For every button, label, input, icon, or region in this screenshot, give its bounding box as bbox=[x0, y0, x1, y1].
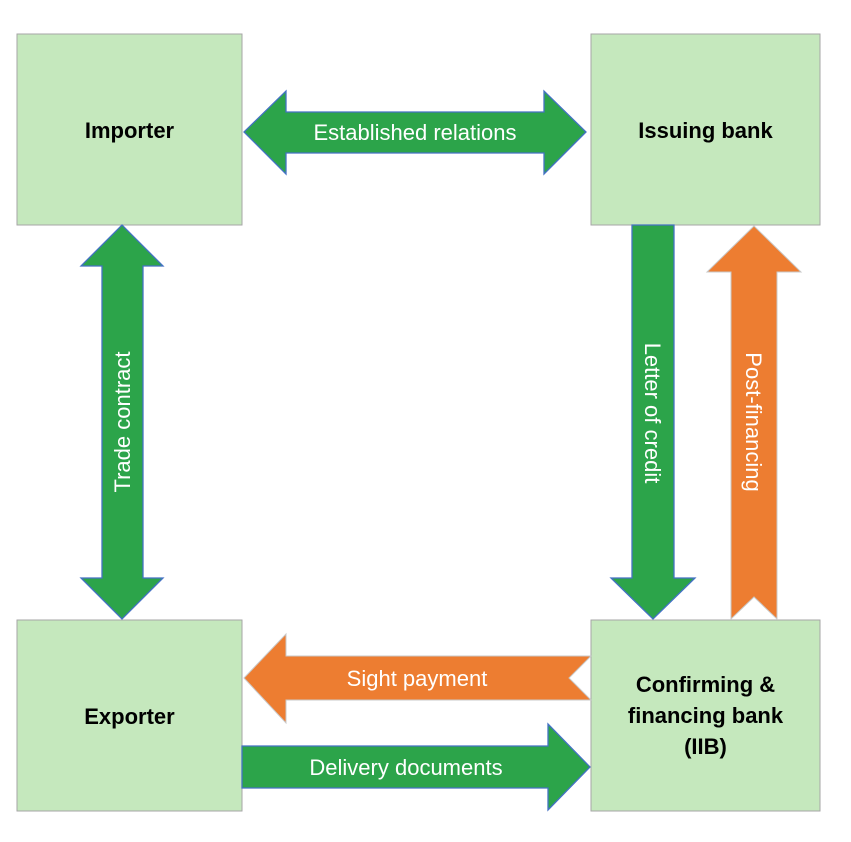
flow-delivery-documents: Delivery documents bbox=[241, 722, 591, 812]
importer-box bbox=[16, 33, 243, 226]
flow-established-relations: Established relations bbox=[243, 89, 587, 176]
exporter-box bbox=[16, 619, 243, 812]
double-arrow-horizontal-icon bbox=[243, 89, 587, 176]
double-arrow-vertical-icon bbox=[79, 224, 165, 620]
established-relations-label: Established relations bbox=[313, 120, 516, 145]
delivery-documents-label: Delivery documents bbox=[309, 755, 502, 780]
node-confirming-bank: Confirming & financing bank (IIB) bbox=[590, 619, 821, 812]
flow-sight-payment: Sight payment bbox=[243, 632, 593, 725]
node-issuing-bank: Issuing bank bbox=[590, 33, 821, 226]
exporter-label: Exporter bbox=[84, 704, 175, 729]
confirming-bank-label-line-1: Confirming & bbox=[636, 672, 775, 697]
post-financing-label: Post-financing bbox=[741, 352, 766, 491]
letter-of-credit-label: Letter of credit bbox=[640, 343, 665, 484]
arrow-up-icon bbox=[705, 225, 803, 621]
importer-label: Importer bbox=[85, 118, 175, 143]
issuing-bank-box bbox=[590, 33, 821, 226]
flow-post-financing: Post-financing bbox=[705, 225, 803, 621]
issuing-bank-label: Issuing bank bbox=[638, 118, 773, 143]
arrow-right-icon bbox=[241, 722, 591, 812]
confirming-bank-label-line-2: financing bank bbox=[628, 703, 784, 728]
flow-letter-of-credit: Letter of credit bbox=[609, 224, 697, 620]
arrow-left-icon bbox=[243, 632, 593, 725]
flow-trade-contract: Trade contract bbox=[79, 224, 165, 620]
node-exporter: Exporter bbox=[16, 619, 243, 812]
confirming-bank-label-line-3: (IIB) bbox=[684, 734, 727, 759]
confirming-bank-box bbox=[590, 619, 821, 812]
node-importer: Importer bbox=[16, 33, 243, 226]
arrow-down-icon bbox=[609, 224, 697, 620]
trade-contract-label: Trade contract bbox=[110, 351, 135, 492]
sight-payment-label: Sight payment bbox=[347, 666, 488, 691]
